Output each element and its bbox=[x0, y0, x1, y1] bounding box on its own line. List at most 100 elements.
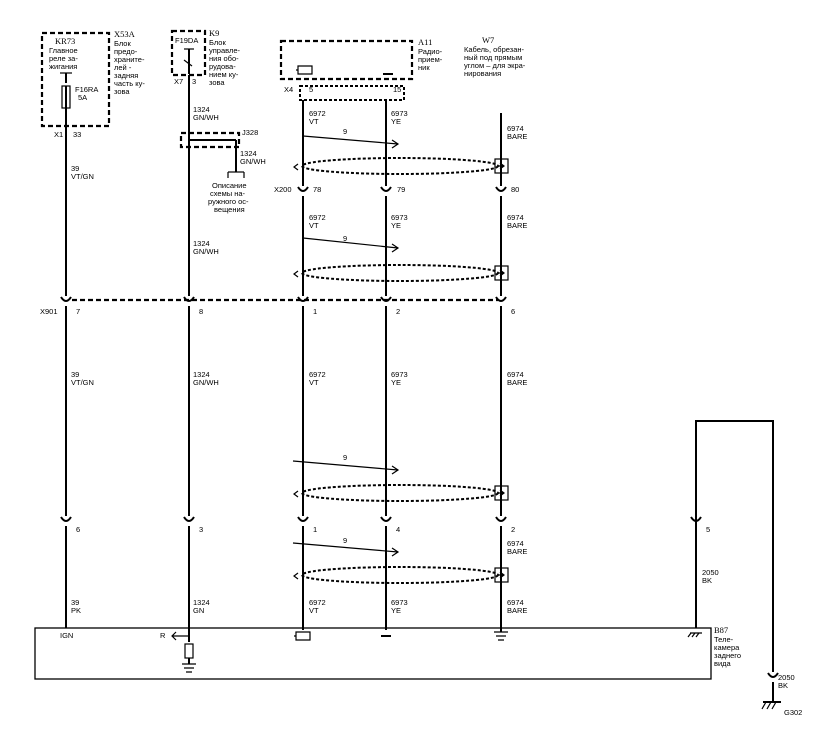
x1-pin: 33 bbox=[73, 130, 81, 139]
a11-name-3: ник bbox=[418, 63, 430, 72]
wire-label-ye-2-circuit: 6973 bbox=[391, 213, 408, 222]
a11-radio-module: A11 Радио- прием- ник bbox=[279, 37, 443, 81]
wire-label-bare-1-color: BARE bbox=[507, 132, 527, 141]
b87-name-4: вида bbox=[714, 659, 732, 668]
wire-label-ign-mid-color: VT/GN bbox=[71, 378, 94, 387]
fuse-f16ra-id: F16RA bbox=[75, 85, 98, 94]
wire-label-bare-2-circuit: 6974 bbox=[507, 213, 524, 222]
b87-name-2: камера bbox=[714, 643, 740, 652]
wire-label-gnwh-top2-circuit: 1324 bbox=[193, 239, 210, 248]
connector-cups bbox=[60, 186, 779, 678]
wire-lines bbox=[65, 75, 774, 702]
wire-label-gnwh-top2-color: GN/WH bbox=[193, 247, 219, 256]
chassis-ground-icon bbox=[687, 632, 702, 638]
w7-name-3: углом – для экра- bbox=[464, 61, 526, 70]
wire-label-vt-4-circuit: 6972 bbox=[309, 598, 326, 607]
wire-label-ye-1-circuit: 6973 bbox=[391, 109, 408, 118]
wire-label-ye-3-circuit: 6973 bbox=[391, 370, 408, 379]
k9-name-4: рудова- bbox=[209, 62, 236, 71]
wire-label-bk-circuit: 2050 bbox=[702, 568, 719, 577]
j328-wire-circuit: 1324 bbox=[240, 149, 257, 158]
b87-pin-3: 3 bbox=[199, 525, 203, 534]
b87-terminal-ign: IGN bbox=[60, 631, 73, 640]
x901-pin-7: 7 bbox=[76, 307, 80, 316]
k9-name-1: Блок bbox=[209, 38, 226, 47]
twisted-shield-group-4 bbox=[292, 542, 509, 584]
wire-label-gn-bot-color: GN bbox=[193, 606, 204, 615]
twist-label-4: 9 bbox=[343, 536, 347, 545]
wire-label-ye-4-circuit: 6973 bbox=[391, 598, 408, 607]
x53a-name-1: Блок bbox=[114, 39, 131, 48]
twist-label-3: 9 bbox=[343, 453, 347, 462]
wire-label-bk-g302-color: BK bbox=[778, 681, 788, 690]
kr73-name-2: реле за- bbox=[49, 54, 78, 63]
k9-module: F19DA K9 Блок управле- ния обо- рудова- … bbox=[170, 28, 241, 87]
x7-pin: 3 bbox=[192, 77, 196, 86]
video-signal-icon bbox=[294, 631, 311, 641]
x200-connector-id: X200 bbox=[274, 185, 292, 194]
wire-label-ign-top-circuit: 39 bbox=[71, 164, 79, 173]
fuse-f16ra-rating: 5A bbox=[78, 93, 87, 102]
b87-pin-2: 2 bbox=[511, 525, 515, 534]
wire-label-ye-1-color: YE bbox=[391, 117, 401, 126]
x200-pin-80: 80 bbox=[511, 185, 519, 194]
wire-label-gnwh-mid-color: GN/WH bbox=[193, 378, 219, 387]
k9-name-3: ния обо- bbox=[209, 54, 239, 63]
wire-label-ye-3-color: YE bbox=[391, 378, 401, 387]
x901-connector-id: X901 bbox=[40, 307, 58, 316]
x4-pin-5: 5 bbox=[309, 85, 313, 94]
exterior-light-note-4: вещения bbox=[214, 205, 245, 214]
b87-camera-module: IGN R B87 Теле- камера заднего вида bbox=[34, 625, 741, 680]
wire-label-gnwh-mid-circuit: 1324 bbox=[193, 370, 210, 379]
kr73-name-1: Главное bbox=[49, 46, 78, 55]
twisted-shield-group-1 bbox=[293, 135, 509, 175]
exterior-light-note-3: ружного ос- bbox=[208, 197, 249, 206]
x7-connector-id: X7 bbox=[174, 77, 183, 86]
x53a-name-3: храните- bbox=[114, 55, 145, 64]
x4-pin-15: 15 bbox=[393, 85, 401, 94]
x1-connector-id: X1 bbox=[54, 130, 63, 139]
b87-name-1: Теле- bbox=[714, 635, 734, 644]
wire-label-bk-g302-circuit: 2050 bbox=[778, 673, 795, 682]
wire-label-bare-2-color: BARE bbox=[507, 221, 527, 230]
wire-label-ign-bot-color: PK bbox=[71, 606, 81, 615]
wire-label-bare-4-circuit: 6974 bbox=[507, 539, 524, 548]
wire-label-vt-4-color: VT bbox=[309, 606, 319, 615]
exterior-light-note-2: схемы на- bbox=[210, 189, 246, 198]
w7-name-1: Кабель, обрезан- bbox=[464, 45, 525, 54]
shield-ground-icon bbox=[494, 631, 508, 641]
a11-name-1: Радио- bbox=[418, 47, 443, 56]
x53a-name-5: задняя bbox=[114, 71, 138, 80]
wire-label-bare-5-color: BARE bbox=[507, 606, 527, 615]
j328-id: J328 bbox=[242, 128, 258, 137]
wire-label-ign-bot-circuit: 39 bbox=[71, 598, 79, 607]
wire-label-bare-4-color: BARE bbox=[507, 547, 527, 556]
a11-name-2: прием- bbox=[418, 55, 443, 64]
exterior-light-note-1: Описание bbox=[212, 181, 247, 190]
x4-connector-id: X4 bbox=[284, 85, 293, 94]
x53a-name-6: часть ку- bbox=[114, 79, 145, 88]
b87-name-3: заднего bbox=[714, 651, 741, 660]
x53a-name-2: предо- bbox=[114, 47, 138, 56]
wire-label-gn-bot-circuit: 1324 bbox=[193, 598, 210, 607]
wire-label-gnwh-top-color: GN/WH bbox=[193, 113, 219, 122]
k9-name-2: управле- bbox=[209, 46, 241, 55]
x901-pin-8: 8 bbox=[199, 307, 203, 316]
twisted-shield-group-3 bbox=[292, 460, 509, 502]
j328-wire-color: GN/WH bbox=[240, 157, 266, 166]
x901-pin-1: 1 bbox=[313, 307, 317, 316]
b87-pin-1: 1 bbox=[313, 525, 317, 534]
fuse-f19da-id: F19DA bbox=[175, 36, 198, 45]
x901-pin-2: 2 bbox=[396, 307, 400, 316]
x200-pin-79: 79 bbox=[397, 185, 405, 194]
wire-label-gnwh-top-circuit: 1324 bbox=[193, 105, 210, 114]
resistor-icon bbox=[184, 643, 194, 659]
w7-cable-label: W7 Кабель, обрезан- ный под прямым углом… bbox=[464, 35, 526, 78]
twist-label-1: 9 bbox=[343, 127, 347, 136]
x53a-name-7: зова bbox=[114, 87, 130, 96]
k9-id: K9 bbox=[209, 28, 219, 38]
wire-label-vt-3-color: VT bbox=[309, 378, 319, 387]
ground-icon bbox=[182, 663, 196, 673]
b87-pin-6: 6 bbox=[76, 525, 80, 534]
